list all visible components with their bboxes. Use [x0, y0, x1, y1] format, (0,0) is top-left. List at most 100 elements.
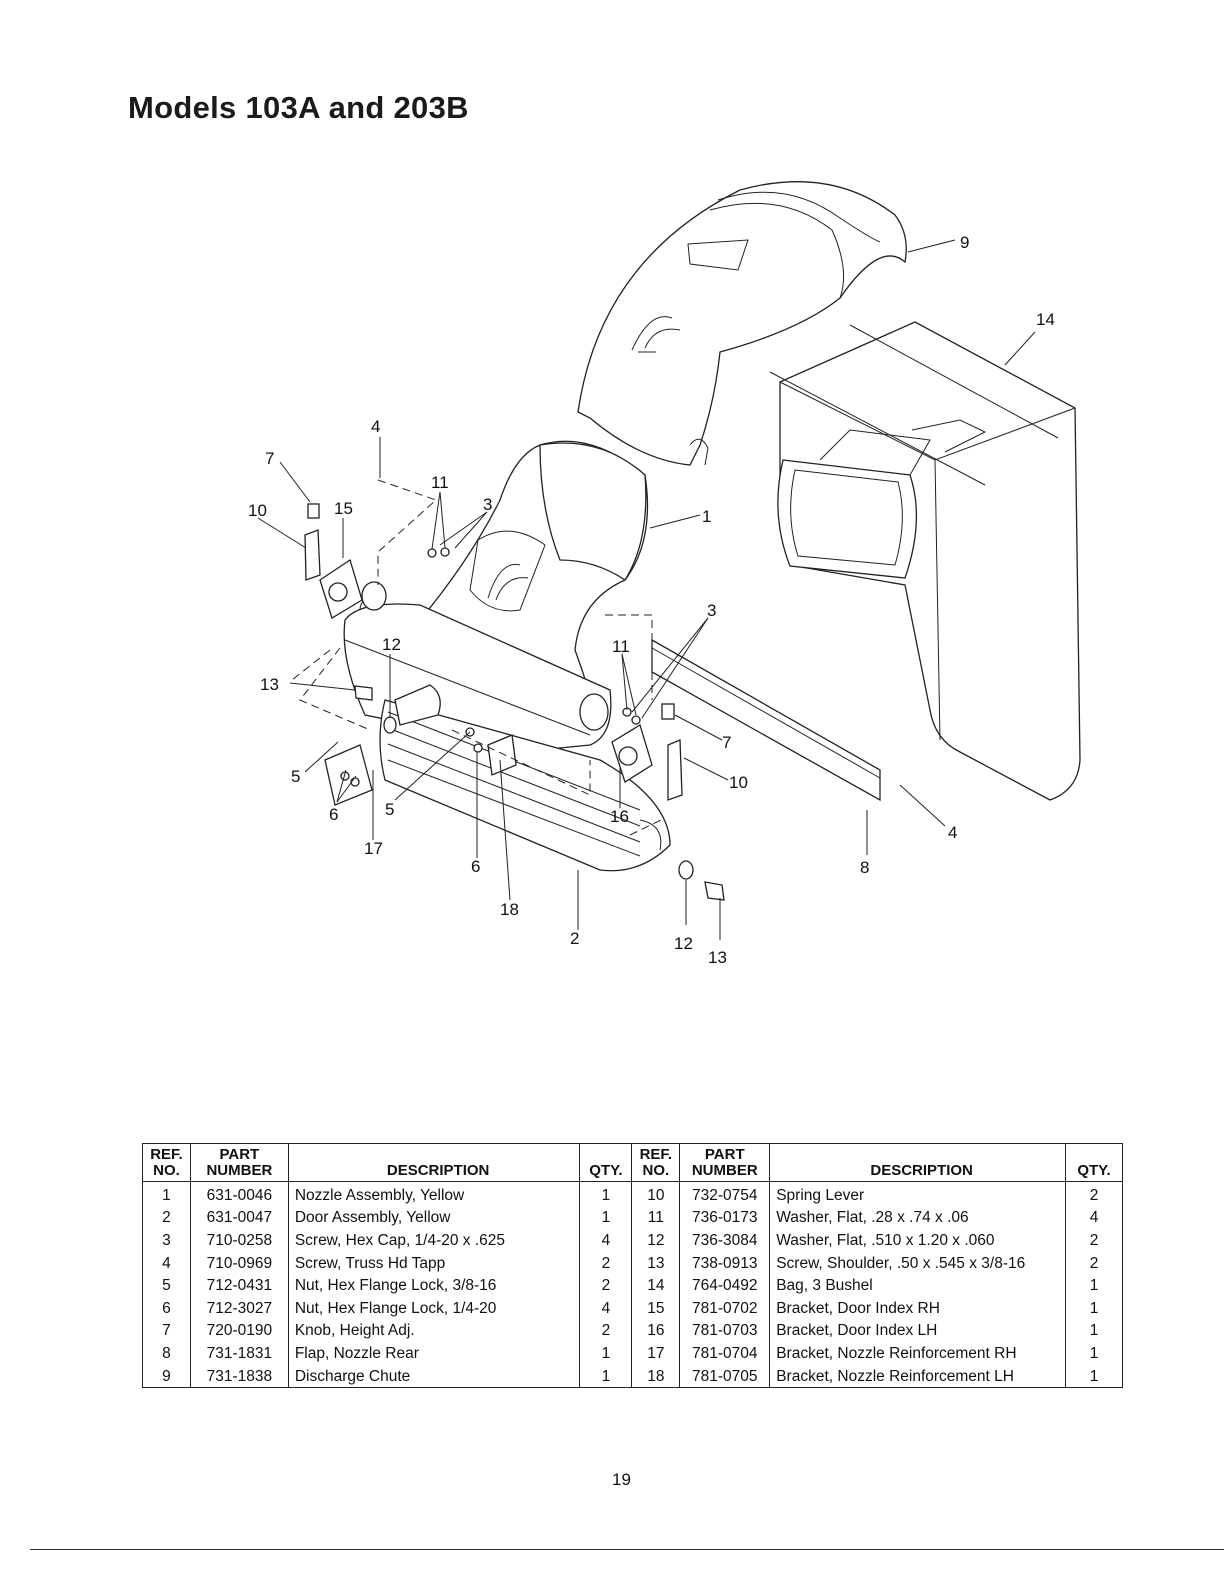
description-cell: Bracket, Nozzle Reinforcement RH	[769, 1342, 1067, 1365]
qty-cell: 2	[1065, 1181, 1123, 1207]
callout-5b: 5	[385, 800, 394, 819]
bag-part	[769, 321, 1081, 801]
callout-12b: 12	[674, 934, 693, 953]
ref-no-cell: 5	[142, 1274, 191, 1297]
qty-cell: 1	[579, 1181, 633, 1207]
ref-no-cell: 11	[631, 1206, 681, 1230]
qty-cell: 1	[1065, 1296, 1123, 1320]
part-number-cell: 781-0702	[679, 1296, 771, 1320]
callout-14: 14	[1036, 310, 1055, 329]
callout-7a: 7	[265, 449, 274, 468]
part-number-cell: 764-0492	[679, 1274, 771, 1297]
header-description: DESCRIPTION	[769, 1143, 1067, 1182]
description-cell: Nut, Hex Flange Lock, 1/4-20	[287, 1296, 581, 1320]
header-qty: QTY.	[1065, 1143, 1123, 1182]
qty-cell: 1	[1065, 1274, 1123, 1297]
ref-no-cell: 2	[142, 1206, 191, 1230]
description-cell: Bracket, Nozzle Reinforcement LH	[769, 1364, 1067, 1389]
part-number-cell: 738-0913	[679, 1251, 771, 1275]
callout-11a: 11	[431, 473, 449, 492]
part-number-cell: 720-0190	[189, 1319, 289, 1343]
assembly-dash-lines	[291, 479, 666, 836]
header-ref-no: REF. NO.	[631, 1143, 681, 1182]
ref-no-cell: 1	[142, 1181, 191, 1207]
header-part-number: PART NUMBER	[679, 1143, 771, 1182]
page-title: Models 103A and 203B	[128, 90, 469, 125]
part-number-cell: 631-0047	[189, 1206, 289, 1230]
ref-no-cell: 17	[631, 1342, 681, 1365]
part-number-cell: 710-0969	[189, 1251, 289, 1275]
qty-cell: 2	[1065, 1229, 1123, 1252]
description-cell: Nut, Hex Flange Lock, 3/8-16	[287, 1274, 581, 1297]
callout-3b: 3	[707, 601, 716, 620]
qty-cell: 2	[579, 1251, 633, 1275]
qty-cell: 1	[579, 1206, 633, 1230]
part-number-cell: 731-1838	[189, 1364, 289, 1389]
header-part-number: PART NUMBER	[189, 1143, 289, 1182]
callout-9: 9	[960, 233, 969, 252]
part-number-cell: 732-0754	[679, 1181, 771, 1207]
qty-cell: 1	[579, 1342, 633, 1365]
qty-cell: 2	[579, 1319, 633, 1343]
description-cell: Discharge Chute	[287, 1364, 581, 1389]
qty-cell: 1	[1065, 1364, 1123, 1389]
description-cell: Knob, Height Adj.	[287, 1319, 581, 1343]
ref-no-cell: 9	[142, 1364, 191, 1389]
description-cell: Screw, Hex Cap, 1/4-20 x .625	[287, 1229, 581, 1252]
discharge-chute-part	[577, 181, 907, 466]
callout-8: 8	[860, 858, 869, 877]
header-qty: QTY.	[579, 1143, 633, 1182]
ref-no-cell: 8	[142, 1342, 191, 1365]
parts-list-table: REF. NO. PART NUMBER DESCRIPTION QTY. RE…	[142, 1143, 1123, 1389]
callout-13b: 13	[708, 948, 727, 967]
description-cell: Nozzle Assembly, Yellow	[287, 1181, 581, 1207]
callout-12a: 12	[382, 635, 401, 654]
ref-no-cell: 3	[142, 1229, 191, 1252]
header-description: DESCRIPTION	[287, 1143, 581, 1182]
part-number-cell: 712-3027	[189, 1296, 289, 1320]
description-cell: Door Assembly, Yellow	[287, 1206, 581, 1230]
qty-cell: 2	[1065, 1251, 1123, 1275]
callout-4b: 4	[948, 823, 957, 842]
ref-no-cell: 12	[631, 1229, 681, 1252]
description-cell: Screw, Shoulder, .50 x .545 x 3/8-16	[769, 1251, 1067, 1275]
qty-cell: 2	[579, 1274, 633, 1297]
qty-cell: 4	[1065, 1206, 1123, 1230]
description-cell: Screw, Truss Hd Tapp	[287, 1251, 581, 1275]
callout-labels: 1 2 3 3 4 4 5 5 6 6 7 7 8 9 10 10 11 11 …	[248, 233, 1055, 967]
ref-no-cell: 6	[142, 1296, 191, 1320]
part-number-cell: 631-0046	[189, 1181, 289, 1207]
ref-no-cell: 4	[142, 1251, 191, 1275]
page-number: 19	[612, 1470, 631, 1489]
nozzle-assembly-part	[343, 440, 649, 751]
callout-4a: 4	[371, 417, 380, 436]
flap-part	[651, 638, 881, 802]
callout-2: 2	[570, 929, 579, 948]
part-number-cell: 781-0703	[679, 1319, 771, 1343]
ref-no-cell: 15	[631, 1296, 681, 1320]
table-header-row: REF. NO. PART NUMBER DESCRIPTION QTY. RE…	[142, 1143, 1123, 1182]
part-number-cell: 710-0258	[189, 1229, 289, 1252]
description-cell: Bracket, Door Index LH	[769, 1319, 1067, 1343]
callout-5a: 5	[291, 767, 300, 786]
hardware-parts	[304, 503, 725, 901]
ref-no-cell: 16	[631, 1319, 681, 1343]
part-number-cell: 736-0173	[679, 1206, 771, 1230]
exploded-parts-diagram: 1 2 3 3 4 4 5 5 6 6 7 7 8 9 10 10 11 11 …	[248, 181, 1081, 967]
callout-6b: 6	[471, 857, 480, 876]
callout-15: 15	[334, 499, 353, 518]
callout-10a: 10	[248, 501, 267, 520]
qty-cell: 1	[1065, 1342, 1123, 1365]
description-cell: Flap, Nozzle Rear	[287, 1342, 581, 1365]
callout-3a: 3	[483, 495, 492, 514]
callout-1: 1	[702, 507, 711, 526]
description-cell: Spring Lever	[769, 1181, 1067, 1207]
